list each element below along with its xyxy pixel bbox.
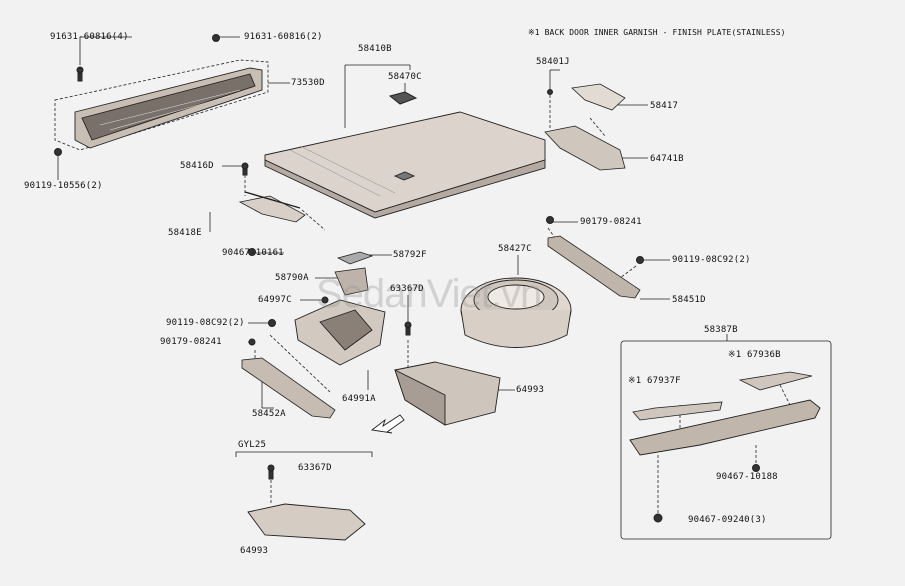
label-58387b: 58387B: [704, 325, 738, 335]
label-64741b: 64741B: [650, 154, 684, 164]
note-text: ※1 BACK DOOR INNER GARNISH - FINISH PLAT…: [528, 28, 786, 37]
label-58417: 58417: [650, 101, 679, 111]
label-gyl25: GYL25: [238, 440, 267, 450]
label-58452a: 58452A: [252, 409, 286, 419]
arrow-icon: [370, 414, 405, 434]
label-67936b: ※1 67936B: [728, 350, 781, 360]
label-58418e: 58418E: [168, 228, 202, 238]
label-67937f: ※1 67937F: [628, 376, 681, 386]
label-91631-60816-2: 91631-60816(2): [244, 32, 323, 42]
label-58427c: 58427C: [498, 244, 532, 254]
label-90179-08241-b: 90179-08241: [580, 217, 642, 227]
label-90467-10188: 90467-10188: [716, 472, 778, 482]
label-73530d: 73530D: [291, 78, 325, 88]
label-58790a: 58790A: [275, 273, 309, 283]
label-64991a: 64991A: [342, 394, 376, 404]
label-63367d-a: 63367D: [390, 284, 424, 294]
label-58416d: 58416D: [180, 161, 214, 171]
label-90119-08c92-a: 90119-08C92(2): [166, 318, 245, 328]
label-90119-08c92-b: 90119-08C92(2): [672, 255, 751, 265]
label-64993-b: 64993: [240, 546, 269, 556]
label-64997c: 64997C: [258, 295, 292, 305]
label-90179-08241-a: 90179-08241: [160, 337, 222, 347]
watermark: SedanViet.vn: [316, 272, 542, 316]
label-58410b: 58410B: [358, 44, 392, 54]
label-58792f: 58792F: [393, 250, 427, 260]
label-63367d-b: 63367D: [298, 463, 332, 473]
label-58401j: 58401J: [536, 57, 570, 67]
label-64993-a: 64993: [516, 385, 545, 395]
label-58470c: 58470C: [388, 72, 422, 82]
label-90467-09240: 90467-09240(3): [688, 515, 767, 525]
label-91631-60816-4: 91631-60816(4): [50, 32, 129, 42]
label-58451d: 58451D: [672, 295, 706, 305]
label-90119-10556: 90119-10556(2): [24, 181, 103, 191]
label-90467-10161: 90467-10161: [222, 248, 284, 258]
